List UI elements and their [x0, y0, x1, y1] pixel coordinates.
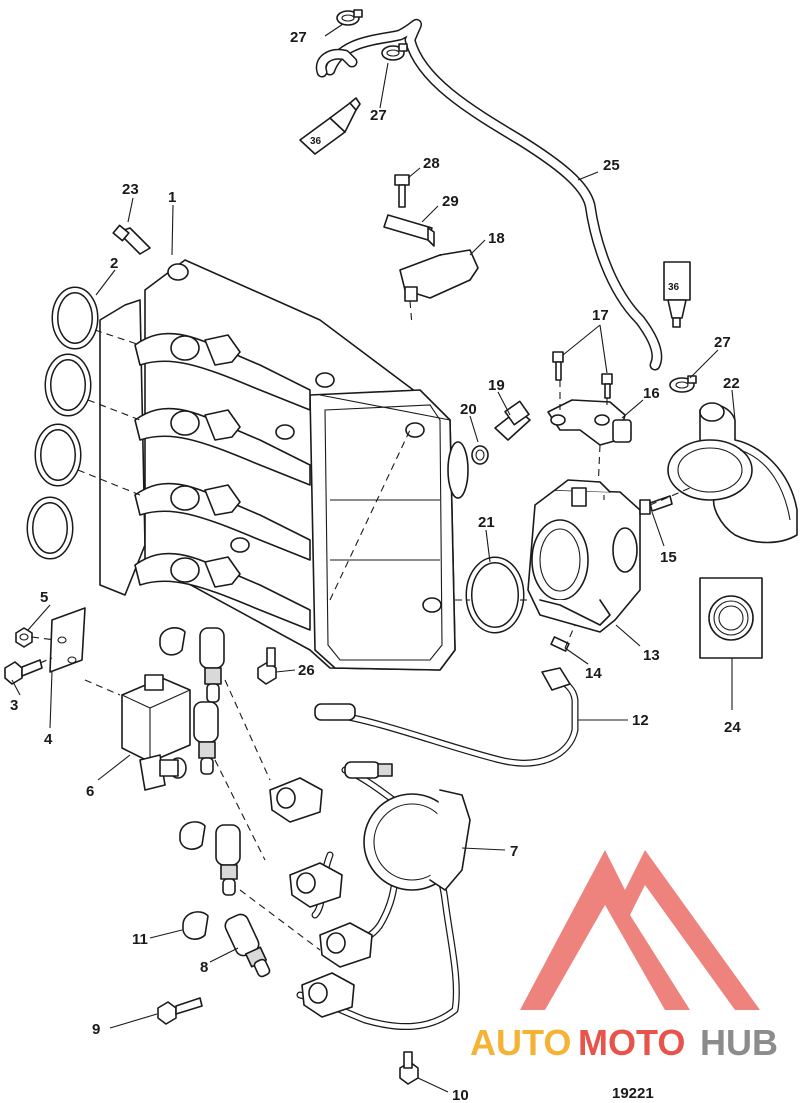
- callout-24: 24: [724, 719, 741, 736]
- watermark-text: AUTO MOTO HUB: [470, 1022, 778, 1063]
- part-gasket-ring-1: [51, 286, 99, 350]
- callout-7: 7: [510, 843, 518, 860]
- part-fuel-line-12: [314, 667, 579, 767]
- callout-28: 28: [423, 155, 440, 172]
- watermark-logo: [520, 850, 760, 1010]
- part-vent-hose: [315, 18, 663, 371]
- callout-17: 17: [592, 307, 609, 324]
- callout-8: 8: [200, 959, 208, 976]
- part-screw-17b: [601, 373, 613, 399]
- part-bolt-28: [394, 174, 410, 208]
- watermark-moto: MOTO: [578, 1022, 685, 1063]
- callout-25: 25: [603, 157, 620, 174]
- callout-5: 5: [40, 589, 48, 606]
- part-clip-3: [179, 821, 206, 850]
- part-fuel-rail-7: [269, 761, 471, 1031]
- callout-16: 16: [643, 385, 660, 402]
- callout-6: 6: [86, 783, 94, 800]
- part-screw-14: [550, 636, 570, 652]
- part-throttle-gasket-21: [465, 556, 525, 634]
- part-map-sensor-18: [399, 249, 479, 326]
- part-tps-sensor-16: [547, 399, 632, 446]
- svg-text:36: 36: [668, 282, 680, 293]
- watermark-auto: AUTO: [470, 1022, 571, 1063]
- part-bolt-3: [4, 659, 43, 685]
- part-hose-clamp-top: [336, 9, 363, 26]
- callout-19: 19: [488, 377, 505, 394]
- callout-11: 11: [132, 931, 148, 948]
- part-gasket-ring-4: [26, 496, 74, 560]
- callout-13: 13: [643, 647, 660, 664]
- callout-22: 22: [723, 375, 740, 392]
- callout-10: 10: [452, 1087, 469, 1103]
- callout-9: 9: [92, 1021, 100, 1038]
- part-screw-17a: [552, 351, 564, 381]
- part-injector-top: [199, 627, 225, 703]
- callout-3: 3: [10, 697, 18, 714]
- svg-text:36: 36: [310, 136, 322, 147]
- callout-1: 1: [168, 189, 176, 206]
- sealant-tube-right: 36: [663, 261, 691, 328]
- figure-id: 19221: [612, 1085, 654, 1102]
- callout-2: 2: [110, 255, 118, 272]
- part-bracket-29: [383, 214, 435, 247]
- callout-15: 15: [660, 549, 677, 566]
- part-injector-2: [193, 701, 219, 775]
- part-clip-top: [159, 627, 186, 656]
- part-bolt-26: [257, 647, 277, 685]
- callout-labels: 27 27 27 25 28 29 18 23 1 2 17 22 16 19 …: [10, 29, 741, 1103]
- part-iat-sensor-19: [494, 400, 531, 441]
- part-stud-23: [112, 224, 151, 255]
- part-nut-5: [15, 627, 33, 648]
- callout-12: 12: [632, 712, 649, 729]
- part-grommet-24: [699, 577, 763, 659]
- part-hose-clamp-right: [669, 375, 697, 393]
- callout-18: 18: [488, 230, 505, 247]
- part-gasket-ring-3: [34, 423, 82, 487]
- part-iac-valve-6: [121, 674, 191, 791]
- part-bolt-10: [399, 1051, 419, 1085]
- part-hose-clamp-mid: [381, 43, 408, 61]
- leader-lines: [11, 23, 736, 1093]
- part-gasket-ring-2: [44, 353, 92, 417]
- part-injector-8: [224, 913, 271, 978]
- callout-4: 4: [44, 731, 53, 748]
- part-clip-11: [182, 911, 209, 940]
- callout-27-top: 27: [290, 29, 307, 46]
- callout-20: 20: [460, 401, 477, 418]
- sealant-tube-left: 36: [299, 97, 361, 155]
- callout-14: 14: [585, 665, 602, 682]
- part-o-ring-20: [471, 445, 489, 465]
- part-bracket-4: [49, 607, 86, 673]
- part-bolt-9: [157, 997, 203, 1025]
- part-intake-manifold: [99, 259, 469, 671]
- callout-27-right: 27: [714, 334, 731, 351]
- part-bolt-15: [639, 495, 673, 515]
- part-throttle-body: [527, 479, 641, 633]
- callout-23: 23: [122, 181, 139, 198]
- callout-21: 21: [478, 514, 495, 531]
- callout-29: 29: [442, 193, 459, 210]
- callout-26: 26: [298, 662, 315, 679]
- part-injector-3: [215, 824, 241, 896]
- callout-27-mid: 27: [370, 107, 387, 124]
- part-air-duct-22: [667, 402, 798, 544]
- watermark-hub: HUB: [700, 1022, 778, 1063]
